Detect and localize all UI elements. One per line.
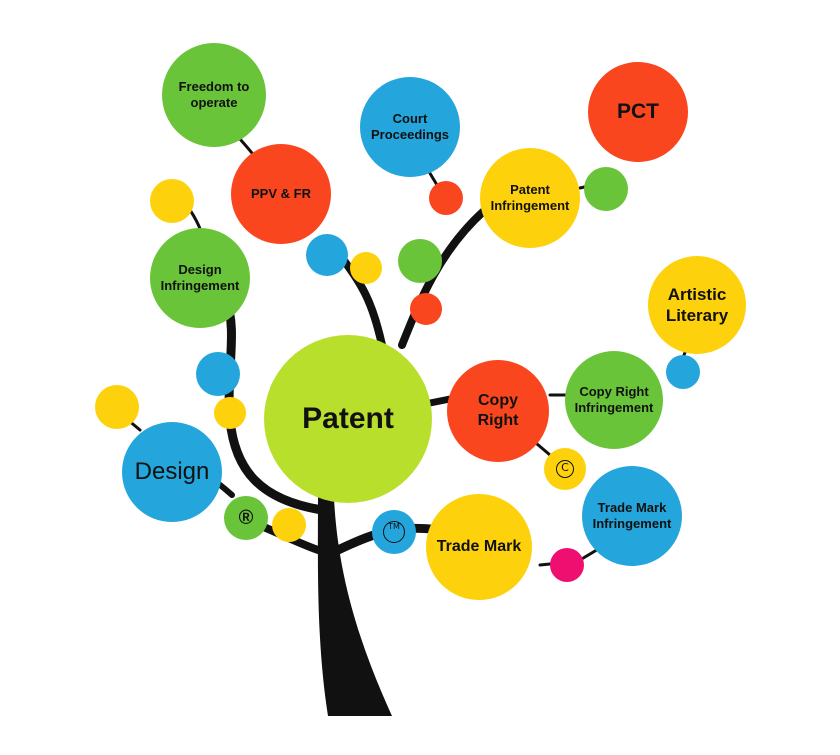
dot-blue-left	[196, 352, 240, 396]
trademark-symbol: TM	[383, 521, 405, 543]
dot-blue-under-ppv	[306, 234, 348, 276]
copy-right-infringement-circle: Copy Right Infringement	[565, 351, 663, 449]
trade-mark-circle: Trade Mark	[426, 494, 532, 600]
artistic-literary-circle: Artistic Literary	[648, 256, 746, 354]
copy-right-label: Copy Right	[477, 392, 519, 429]
court-proceedings-circle: Court Proceedings	[360, 77, 460, 177]
trade-mark-infringement-label: Trade Mark Infringement	[592, 499, 672, 531]
copyright-symbol: C	[556, 460, 574, 478]
ppv-fr-label: PPV & FR	[251, 185, 311, 201]
design-infringement-circle: Design Infringement	[150, 228, 250, 328]
dot-yellow-registered	[272, 508, 306, 542]
trade-mark-infringement-circle: Trade Mark Infringement	[582, 466, 682, 566]
dot-blue-artistic	[666, 355, 700, 389]
design-circle: Design	[122, 422, 222, 522]
dot-yellow-left	[214, 397, 246, 429]
copy-right-infringement-label: Copy Right Infringement	[574, 383, 654, 415]
design-infringement-label: Design Infringement	[160, 261, 240, 293]
freedom-to-operate-circle: Freedom to operate	[162, 43, 266, 147]
court-proceedings-label: Court Proceedings	[370, 110, 450, 142]
dot-orange-branch	[410, 293, 442, 325]
copyright-symbol-circle: C	[544, 448, 586, 490]
pct-label: PCT	[617, 99, 659, 123]
freedom-to-operate-label: Freedom to operate	[178, 78, 250, 110]
registered-symbol-circle: ®	[224, 496, 268, 540]
dot-yellow-top-left	[150, 179, 194, 223]
trade-mark-label: Trade Mark	[436, 538, 522, 555]
patent-circle: Patent	[264, 335, 432, 503]
patent-label: Patent	[302, 402, 394, 436]
artistic-literary-label: Artistic Literary	[665, 284, 729, 325]
patent-infringement-circle: Patent Infringement	[480, 148, 580, 248]
patent-infringement-label: Patent Infringement	[490, 181, 570, 213]
dot-orange-under-court	[429, 181, 463, 215]
dot-yellow-design	[95, 385, 139, 429]
design-label: Design	[134, 458, 210, 485]
dot-green-pct	[584, 167, 628, 211]
pct-circle: PCT	[588, 62, 688, 162]
trademark-symbol-circle: TM	[372, 510, 416, 554]
branch-upper-left	[336, 251, 386, 349]
copy-right-circle: Copy Right	[447, 360, 549, 462]
dot-pink-trade-mark	[550, 548, 584, 582]
registered-symbol: ®	[238, 506, 254, 529]
dot-green-branch	[398, 239, 442, 283]
ppv-fr-circle: PPV & FR	[231, 144, 331, 244]
dot-yellow-under-ppv	[350, 252, 382, 284]
